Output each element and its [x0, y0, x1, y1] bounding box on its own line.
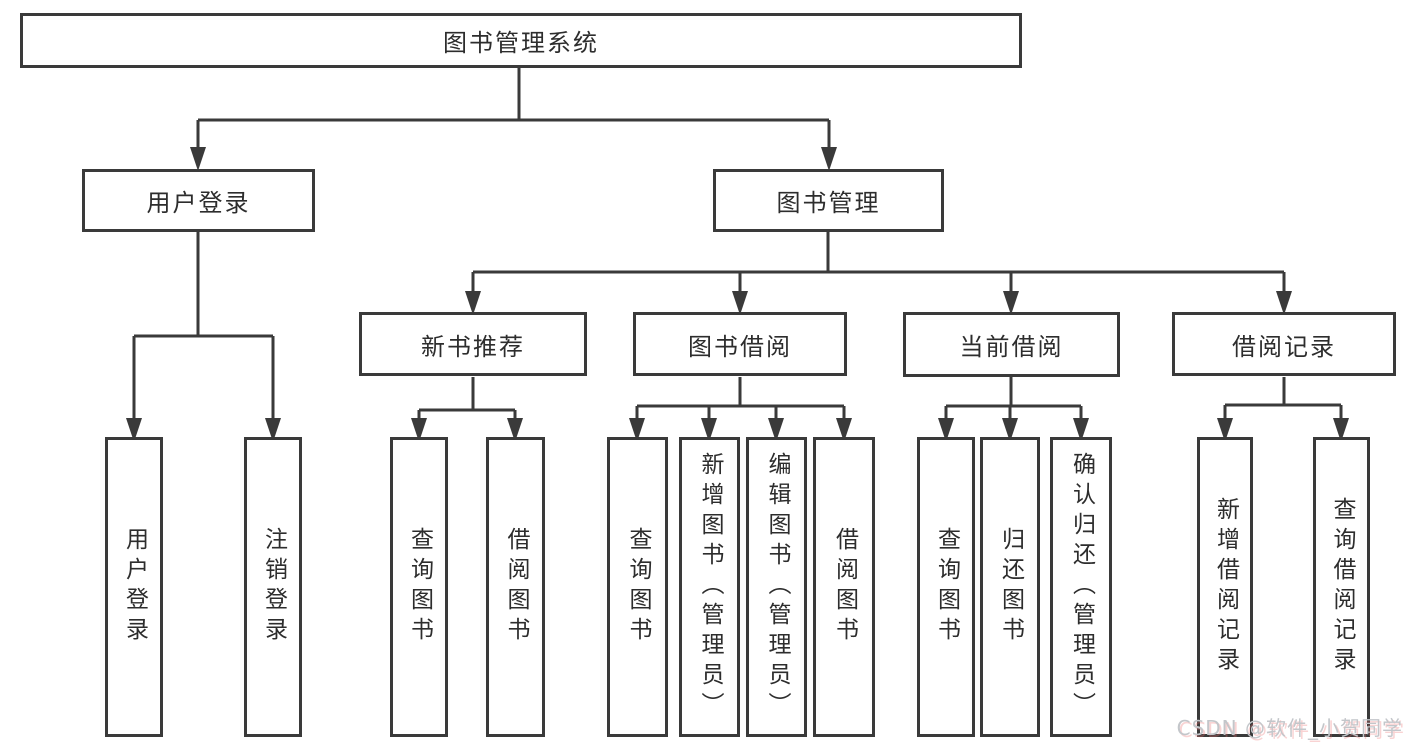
node-label: 查询借阅记录 [1329, 497, 1355, 677]
node-label: 图书管理 [776, 189, 881, 217]
node-borrowing-records: 借阅记录 [1172, 312, 1396, 376]
node-add-books-admin: 新增图书（管理员） [679, 437, 740, 737]
node-current-borrowing: 当前借阅 [903, 312, 1120, 377]
node-label: 查询图书 [406, 527, 433, 647]
node-logout-leaf: 注销登录 [244, 437, 302, 737]
node-label: 用户登录 [121, 527, 148, 647]
node-label: 当前借阅 [959, 333, 1064, 361]
node-label: 新书推荐 [421, 332, 525, 361]
node-label: 借阅图书 [503, 527, 529, 647]
node-query-borrow-record: 查询借阅记录 [1313, 437, 1370, 737]
node-borrow-books-2: 借阅图书 [813, 437, 875, 737]
node-borrow-books-1: 借阅图书 [486, 437, 545, 737]
node-label: 注销登录 [260, 527, 287, 647]
node-confirm-return-admin: 确认归还（管理员） [1050, 437, 1112, 737]
node-user-login-leaf: 用户登录 [105, 437, 163, 737]
node-edit-books-admin: 编辑图书（管理员） [746, 437, 807, 737]
node-library-management-system: 图书管理系统 [20, 13, 1022, 68]
csdn-watermark: CSDN @软件_小贺同学 [1176, 716, 1403, 740]
node-return-books: 归还图书 [980, 437, 1040, 737]
node-label: 借阅记录 [1232, 332, 1336, 361]
node-label: 新增借阅记录 [1212, 497, 1239, 677]
node-add-borrow-record: 新增借阅记录 [1197, 437, 1253, 737]
node-label: 借阅图书 [831, 527, 858, 647]
node-query-books-3: 查询图书 [917, 437, 975, 737]
node-label: 查询图书 [625, 527, 651, 647]
node-label: 新增图书（管理员） [697, 452, 723, 722]
node-query-books-2: 查询图书 [607, 437, 668, 737]
node-book-borrowing: 图书借阅 [633, 312, 847, 376]
node-label: 图书借阅 [688, 332, 792, 361]
node-label: 归还图书 [997, 527, 1024, 647]
node-query-books-1: 查询图书 [390, 437, 448, 737]
node-book-management: 图书管理 [713, 169, 944, 232]
node-label: 确认归还（管理员） [1068, 452, 1095, 722]
node-user-login: 用户登录 [82, 169, 315, 232]
node-label: 图书管理系统 [443, 29, 599, 57]
node-label: 用户登录 [146, 189, 251, 217]
node-label: 查询图书 [933, 527, 960, 647]
node-label: 编辑图书（管理员） [764, 452, 790, 722]
node-new-book-recommendation: 新书推荐 [359, 312, 587, 376]
